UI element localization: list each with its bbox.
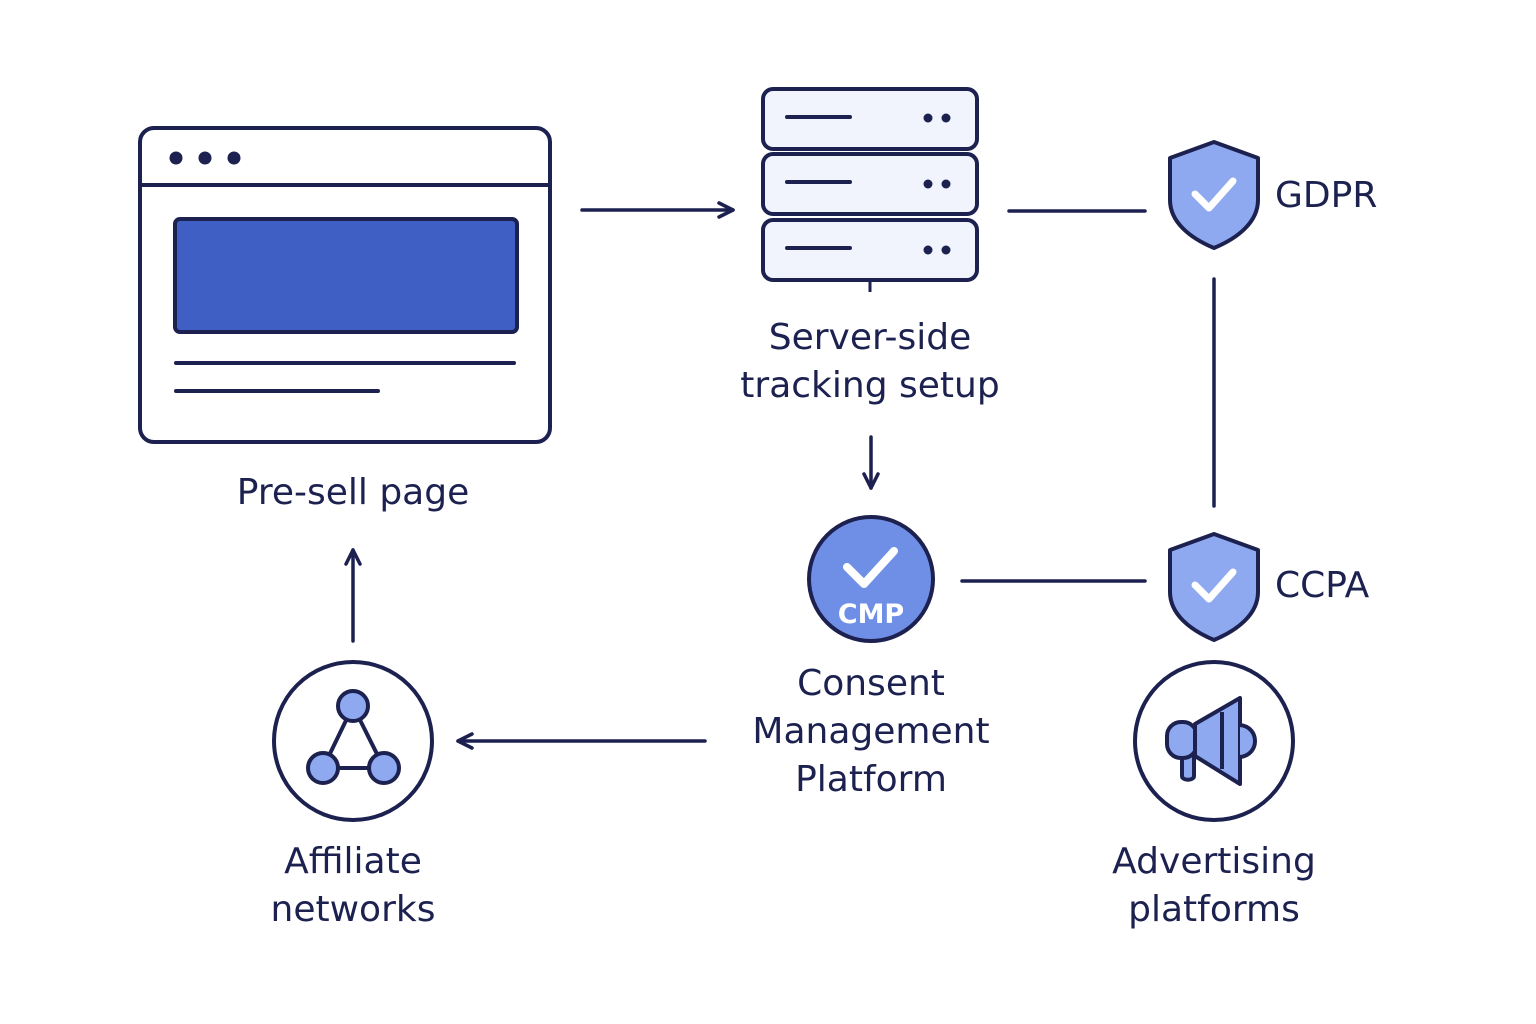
presell-label: Pre-sell page — [153, 469, 553, 517]
cmp-label-line1: Consent — [797, 663, 945, 704]
cmp-label-line3: Platform — [795, 759, 947, 800]
browser-window-icon — [138, 126, 552, 444]
advertising-label: Advertising platforms — [1039, 838, 1389, 934]
cmp-label-line2: Management — [752, 711, 990, 752]
consent-check-icon: CMP — [807, 515, 935, 643]
gdpr-label: GDPR — [1275, 175, 1378, 216]
server-label-line2: tracking setup — [740, 365, 1000, 406]
connectors — [344, 201, 1216, 750]
server-label: Server-side tracking setup — [670, 314, 1070, 410]
advertising-label-line1: Advertising — [1112, 841, 1316, 882]
affiliate-label-line2: networks — [270, 889, 436, 930]
affiliate-label: Affiliate networks — [203, 838, 503, 934]
server-label-line1: Server-side — [768, 317, 972, 358]
megaphone-icon — [1133, 660, 1295, 822]
advertising-label-line2: platforms — [1128, 889, 1300, 930]
network-triangle-icon — [272, 660, 434, 822]
gdpr-shield-icon — [1168, 140, 1260, 250]
cmp-label: Consent Management Platform — [671, 660, 1071, 804]
cmp-badge-text: CMP — [838, 599, 904, 630]
server-stack-icon — [761, 87, 979, 292]
presell-label-text: Pre-sell page — [236, 472, 470, 513]
ccpa-label: CCPA — [1275, 565, 1370, 606]
ccpa-shield-icon — [1168, 532, 1260, 642]
affiliate-label-line1: Affiliate — [284, 841, 422, 882]
